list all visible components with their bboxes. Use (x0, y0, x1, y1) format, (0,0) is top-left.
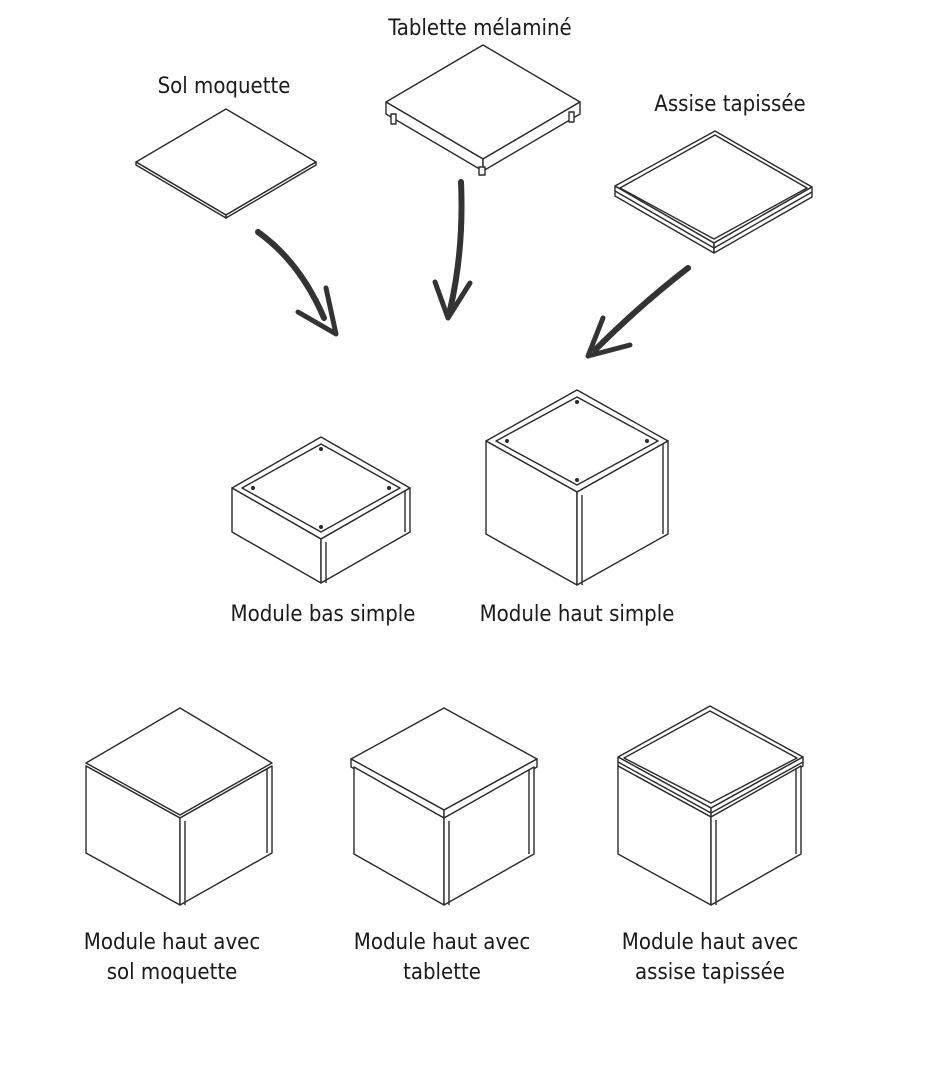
label-assembly-shelf: Module haut avec tablette (332, 928, 552, 988)
arrow-shelf-head (432, 279, 473, 321)
assembly-shelf-drawing (350, 707, 538, 906)
label-assembly-seat-line1: Module haut avec (621, 930, 799, 955)
label-carpet: Sol moquette (157, 74, 291, 99)
arrow-seat-head (585, 315, 633, 359)
high-module-drawing (485, 389, 669, 586)
assembly-seat-drawing (617, 705, 804, 906)
label-assembly-carpet-line1: Module haut avec (83, 930, 261, 955)
label-assembly-carpet-line2: sol moquette (106, 960, 238, 985)
arrow-seat (592, 265, 691, 353)
arrow-carpet (255, 229, 327, 321)
arrow-shelf (447, 179, 465, 313)
label-assembly-seat: Module haut avec assise tapissée (600, 928, 820, 988)
carpet-panel (135, 108, 317, 219)
assembly-carpet-drawing (85, 707, 273, 906)
arrow-carpet-head (295, 285, 339, 337)
label-low-module: Module bas simple (230, 602, 416, 627)
label-assembly-seat-line2: assise tapissée (635, 960, 785, 985)
arrows (255, 179, 691, 359)
seat-cushion (614, 130, 813, 254)
label-assembly-shelf-line2: tablette (403, 960, 481, 985)
low-module-drawing (231, 436, 411, 584)
label-high-module: Module haut simple (479, 602, 675, 627)
label-assembly-shelf-line1: Module haut avec (353, 930, 531, 955)
label-assembly-carpet: Module haut avec sol moquette (62, 928, 282, 988)
label-seat: Assise tapissée (654, 92, 806, 117)
shelf-panel (385, 44, 581, 176)
label-shelf: Tablette mélaminé (388, 16, 572, 41)
